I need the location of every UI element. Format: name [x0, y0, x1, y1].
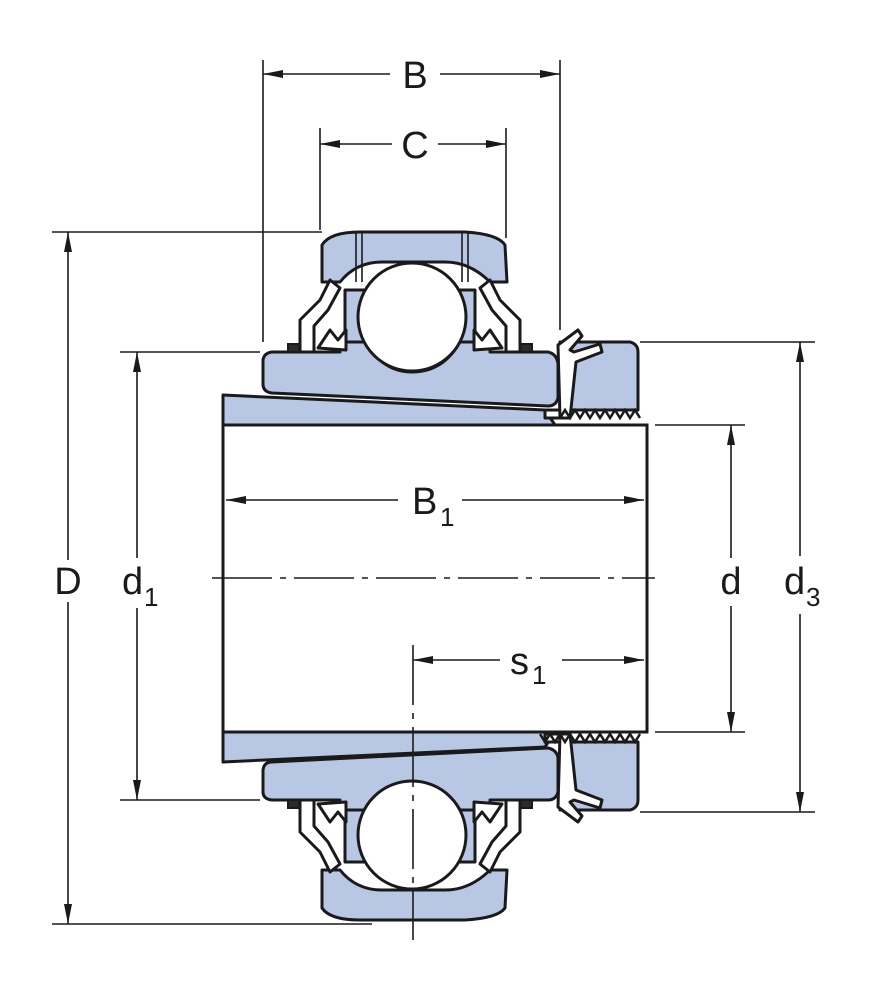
- extension-lines: [52, 60, 815, 925]
- seal-right-bottom: [472, 798, 533, 874]
- lock-nut-top: [543, 328, 642, 421]
- lock-nut-bottom: [538, 731, 642, 824]
- label-s1-subscript: 1: [532, 660, 546, 690]
- label-d: d: [720, 561, 741, 603]
- label-C: C: [401, 125, 428, 167]
- label-s1: s: [510, 641, 529, 683]
- seal-left-bottom: [287, 798, 348, 874]
- label-d1-subscript: 1: [144, 582, 158, 612]
- seal-left-top: [287, 278, 348, 354]
- dimension-B1: B 1: [226, 481, 644, 532]
- label-B: B: [402, 55, 427, 97]
- label-d3-subscript: 3: [806, 582, 820, 612]
- label-D: D: [54, 561, 81, 603]
- ball-bottom: [343, 779, 477, 891]
- dimension-d1: d 1: [122, 352, 158, 800]
- dimension-d3: d 3: [784, 342, 820, 812]
- dimension-C: C: [320, 125, 506, 167]
- seal-right-top: [472, 278, 533, 354]
- dimension-B: B: [263, 55, 560, 97]
- label-B1-subscript: 1: [440, 502, 454, 532]
- label-d1: d: [122, 561, 143, 603]
- label-B1: B: [412, 481, 437, 523]
- ball-top: [343, 261, 477, 373]
- dimension-d: d: [720, 425, 742, 732]
- dimension-D: D: [54, 232, 82, 924]
- label-d3: d: [784, 561, 805, 603]
- dimension-s1: s 1: [413, 641, 644, 690]
- outer-ring-bottom: [320, 868, 509, 922]
